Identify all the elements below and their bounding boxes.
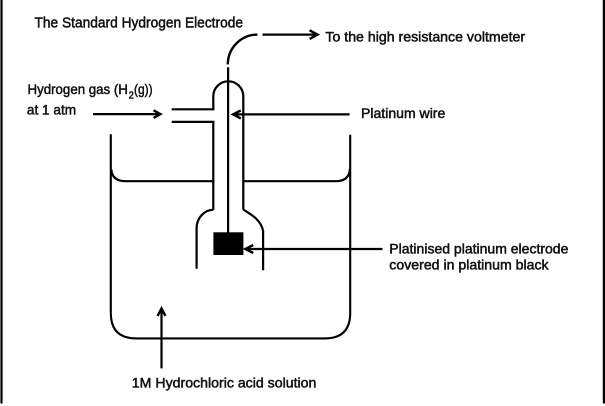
svg-text:To the high resistance voltmet: To the high resistance voltmeter <box>325 29 525 45</box>
svg-text:1M Hydrochloric acid solution: 1M Hydrochloric acid solution <box>132 374 317 390</box>
svg-text:Hydrogen gas (H: Hydrogen gas (H <box>28 81 128 97</box>
svg-text:The Standard Hydrogen Electrod: The Standard Hydrogen Electrode <box>35 15 244 31</box>
svg-text:Platinised platinum electrode: Platinised platinum electrode <box>389 240 568 256</box>
svg-text:(g)): (g)) <box>134 81 153 97</box>
svg-text:2: 2 <box>129 90 135 101</box>
svg-text:Platinum wire: Platinum wire <box>361 105 446 121</box>
svg-text:covered in platinum black: covered in platinum black <box>389 256 549 272</box>
svg-text:at 1 atm: at 1 atm <box>27 102 76 118</box>
